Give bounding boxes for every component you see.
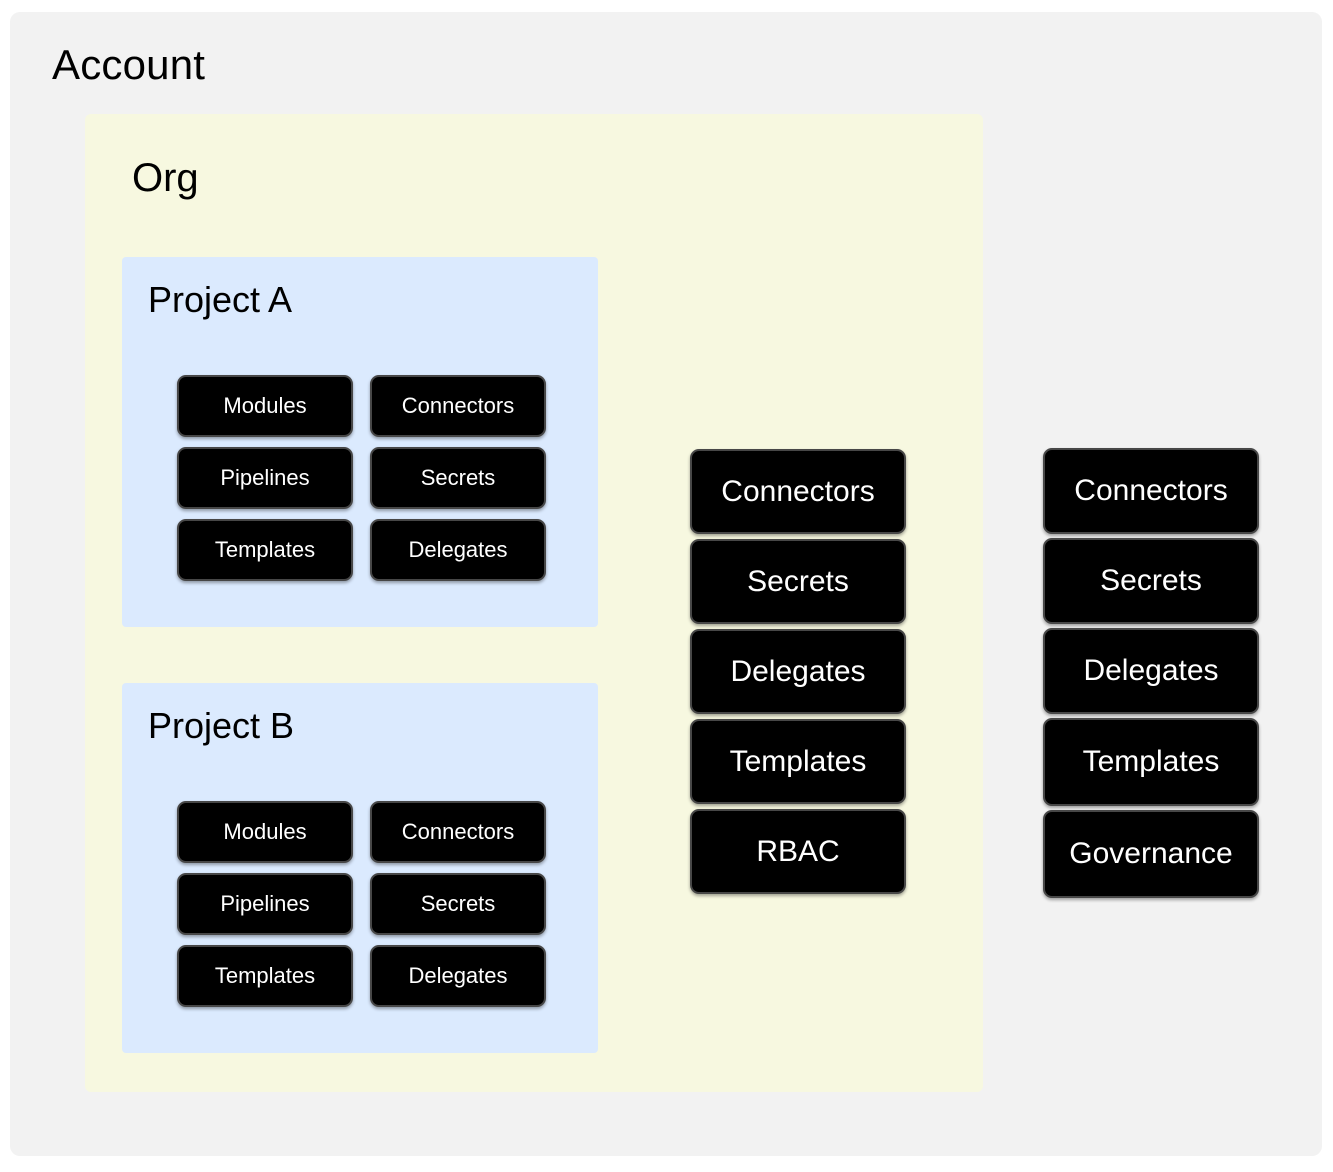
account-chip-delegates[interactable]: Delegates <box>1043 628 1259 714</box>
project-b-title: Project B <box>148 705 295 746</box>
project-b-chip-secrets[interactable]: Secrets <box>370 873 546 935</box>
project-a-chip-connectors[interactable]: Connectors <box>370 375 546 437</box>
project-a-chip-delegates[interactable]: Delegates <box>370 519 546 581</box>
project-b-chip-templates[interactable]: Templates <box>177 945 353 1007</box>
project-a-chip-pipelines[interactable]: Pipelines <box>177 447 353 509</box>
project-b-chip-modules[interactable]: Modules <box>177 801 353 863</box>
org-chip-connectors[interactable]: Connectors <box>690 449 906 534</box>
account-chip-connectors[interactable]: Connectors <box>1043 448 1259 534</box>
account-chip-templates[interactable]: Templates <box>1043 718 1259 806</box>
project-a-resource-grid: Modules Connectors Pipelines Secrets Tem… <box>177 375 546 581</box>
org-scope-resource-column: Connectors Secrets Delegates Templates R… <box>690 449 906 894</box>
project-a-chip-templates[interactable]: Templates <box>177 519 353 581</box>
project-a-chip-secrets[interactable]: Secrets <box>370 447 546 509</box>
org-chip-secrets[interactable]: Secrets <box>690 539 906 624</box>
account-chip-governance[interactable]: Governance <box>1043 810 1259 898</box>
org-chip-rbac[interactable]: RBAC <box>690 809 906 894</box>
account-scope-container: Account Org Project A Modules Connectors… <box>10 12 1322 1156</box>
project-b-chip-connectors[interactable]: Connectors <box>370 801 546 863</box>
project-card-b: Project B Modules Connectors Pipelines S… <box>122 683 598 1053</box>
org-chip-delegates[interactable]: Delegates <box>690 629 906 714</box>
project-a-title: Project A <box>148 279 293 320</box>
org-title: Org <box>132 156 199 200</box>
org-chip-templates[interactable]: Templates <box>690 719 906 804</box>
project-card-a: Project A Modules Connectors Pipelines S… <box>122 257 598 627</box>
account-scope-resource-column: Connectors Secrets Delegates Templates G… <box>1043 448 1259 898</box>
project-b-chip-delegates[interactable]: Delegates <box>370 945 546 1007</box>
project-a-chip-modules[interactable]: Modules <box>177 375 353 437</box>
project-b-resource-grid: Modules Connectors Pipelines Secrets Tem… <box>177 801 546 1007</box>
project-b-chip-pipelines[interactable]: Pipelines <box>177 873 353 935</box>
account-chip-secrets[interactable]: Secrets <box>1043 538 1259 624</box>
account-title: Account <box>52 41 206 88</box>
